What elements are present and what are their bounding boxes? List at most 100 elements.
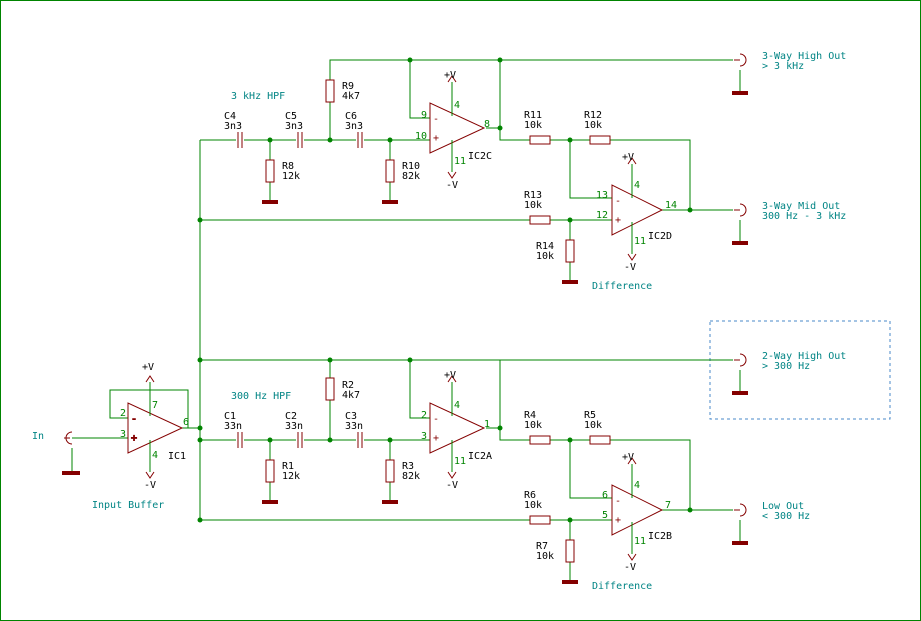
resistor-r12: R12 10k bbox=[584, 110, 611, 145]
r6-value: 10k bbox=[524, 500, 542, 511]
output-connector-high2: 2-Way High Out > 300 Hz bbox=[734, 351, 846, 372]
capacitor-c3: C3 33n bbox=[345, 411, 363, 448]
ic2a-vpos: +V bbox=[444, 370, 456, 381]
note-hpf-3k: 3 kHz HPF bbox=[231, 91, 285, 102]
r2-ref: R2 bbox=[342, 380, 354, 391]
ic1-vpos: +V bbox=[142, 362, 154, 373]
resistor-r13: R13 10k bbox=[524, 190, 551, 225]
r11-ref: R11 bbox=[524, 110, 542, 121]
ic2a-pin-out: 1 bbox=[484, 419, 490, 430]
svg-text:+: + bbox=[433, 133, 439, 144]
ic2c-pin-vneg: 11 bbox=[454, 156, 466, 167]
ic2d-vpos: +V bbox=[622, 152, 634, 163]
ic2b-pin-out: 7 bbox=[665, 500, 671, 511]
resistor-r2: R2 4k7 bbox=[325, 377, 360, 401]
r12-value: 10k bbox=[584, 120, 602, 131]
opamp-ic2d: - + +V -V 13 12 14 4 11 IC2D bbox=[596, 152, 677, 273]
input-connector: In bbox=[32, 431, 73, 445]
c5-ref: C5 bbox=[285, 111, 297, 122]
out-mid3-line2: 300 Hz - 3 kHz bbox=[762, 211, 846, 222]
capacitor-c1: C1 33n bbox=[224, 411, 243, 448]
r1-ref: R1 bbox=[282, 461, 294, 472]
ic2c-pin-vpos: 4 bbox=[454, 100, 460, 111]
ic2d-pin-vpos: 4 bbox=[634, 180, 640, 191]
opamp-ic2a: - + +V -V 2 3 1 4 11 IC2A bbox=[421, 370, 492, 491]
c1-value: 33n bbox=[224, 421, 242, 432]
r13-value: 10k bbox=[524, 200, 542, 211]
ic1-ref: IC1 bbox=[168, 451, 186, 462]
r9-ref: R9 bbox=[342, 81, 354, 92]
capacitor-c4: C4 3n3 bbox=[224, 111, 243, 148]
ic2d-vneg: -V bbox=[624, 262, 636, 273]
ic2c-pin-minus: 9 bbox=[421, 110, 427, 121]
input-label: In bbox=[32, 431, 44, 442]
c3-value: 33n bbox=[345, 421, 363, 432]
r3-ref: R3 bbox=[402, 461, 414, 472]
ic2b-vpos: +V bbox=[622, 452, 634, 463]
r8-ref: R8 bbox=[282, 161, 294, 172]
ic2d-pin-plus: 12 bbox=[596, 210, 608, 221]
ic1-vneg: -V bbox=[144, 480, 156, 491]
resistor-r7: R7 10k bbox=[536, 539, 575, 563]
note-input-buffer: Input Buffer bbox=[92, 500, 164, 511]
ic2a-pin-plus: 3 bbox=[421, 431, 427, 442]
ic2a-pin-vneg: 11 bbox=[454, 456, 466, 467]
svg-text:-: - bbox=[131, 414, 137, 425]
note-hpf-300: 300 Hz HPF bbox=[231, 391, 291, 402]
capacitor-c6: C6 3n3 bbox=[345, 111, 363, 148]
resistor-r3: R3 82k bbox=[385, 459, 420, 483]
c4-ref: C4 bbox=[224, 111, 236, 122]
r3-value: 82k bbox=[402, 471, 420, 482]
highlight-box bbox=[709, 320, 891, 420]
ic2a-ref: IC2A bbox=[468, 451, 492, 462]
out-mid3-line1: 3-Way Mid Out bbox=[762, 201, 840, 212]
r12-ref: R12 bbox=[584, 110, 602, 121]
resistor-r14: R14 10k bbox=[536, 239, 575, 263]
out-high3-line2: > 3 kHz bbox=[762, 61, 804, 72]
svg-text:-: - bbox=[615, 496, 621, 507]
r6-ref: R6 bbox=[524, 490, 536, 501]
ic2b-vneg: -V bbox=[624, 562, 636, 573]
resistor-r5: R5 10k bbox=[584, 410, 611, 445]
svg-text:-: - bbox=[433, 414, 439, 425]
resistor-r11: R11 10k bbox=[524, 110, 551, 145]
r7-ref: R7 bbox=[536, 541, 548, 552]
resistor-r1: R1 12k bbox=[265, 459, 300, 483]
output-connector-low: Low Out < 300 Hz bbox=[734, 501, 810, 522]
c3-ref: C3 bbox=[345, 411, 357, 422]
svg-text:-: - bbox=[615, 196, 621, 207]
r5-ref: R5 bbox=[584, 410, 596, 421]
out-low-line2: < 300 Hz bbox=[762, 511, 810, 522]
capacitor-c2: C2 33n bbox=[285, 411, 303, 448]
r13-ref: R13 bbox=[524, 190, 542, 201]
r9-value: 4k7 bbox=[342, 91, 360, 102]
ic2b-ref: IC2B bbox=[648, 531, 672, 542]
ic2c-vpos: +V bbox=[444, 70, 456, 81]
output-connector-mid3: 3-Way Mid Out 300 Hz - 3 kHz bbox=[734, 201, 846, 222]
svg-text:-: - bbox=[433, 114, 439, 125]
ic2c-pin-out: 8 bbox=[484, 119, 490, 130]
opamp-ic2b: - + +V -V 6 5 7 4 11 IC2B bbox=[602, 452, 672, 573]
ground-symbols bbox=[62, 70, 748, 584]
c6-ref: C6 bbox=[345, 111, 357, 122]
r8-value: 12k bbox=[282, 171, 300, 182]
r10-value: 82k bbox=[402, 171, 420, 182]
opamp-ic1: - + +V -V 2 3 6 7 4 IC1 bbox=[120, 362, 189, 491]
ic1-pin-vneg: 4 bbox=[152, 450, 158, 461]
capacitor-c5: C5 3n3 bbox=[285, 111, 303, 148]
r2-value: 4k7 bbox=[342, 390, 360, 401]
ic2c-pin-plus: 10 bbox=[415, 131, 427, 142]
c5-value: 3n3 bbox=[285, 121, 303, 132]
ic2b-pin-plus: 5 bbox=[602, 510, 608, 521]
resistor-r9: R9 4k7 bbox=[325, 79, 360, 103]
resistor-r6: R6 10k bbox=[524, 490, 551, 525]
junctions bbox=[197, 57, 693, 523]
c4-value: 3n3 bbox=[224, 121, 242, 132]
c1-ref: C1 bbox=[224, 411, 236, 422]
c6-value: 3n3 bbox=[345, 121, 363, 132]
ic1-pin-plus: 3 bbox=[120, 429, 126, 440]
r7-value: 10k bbox=[536, 551, 554, 562]
ic2d-pin-out: 14 bbox=[665, 200, 677, 211]
